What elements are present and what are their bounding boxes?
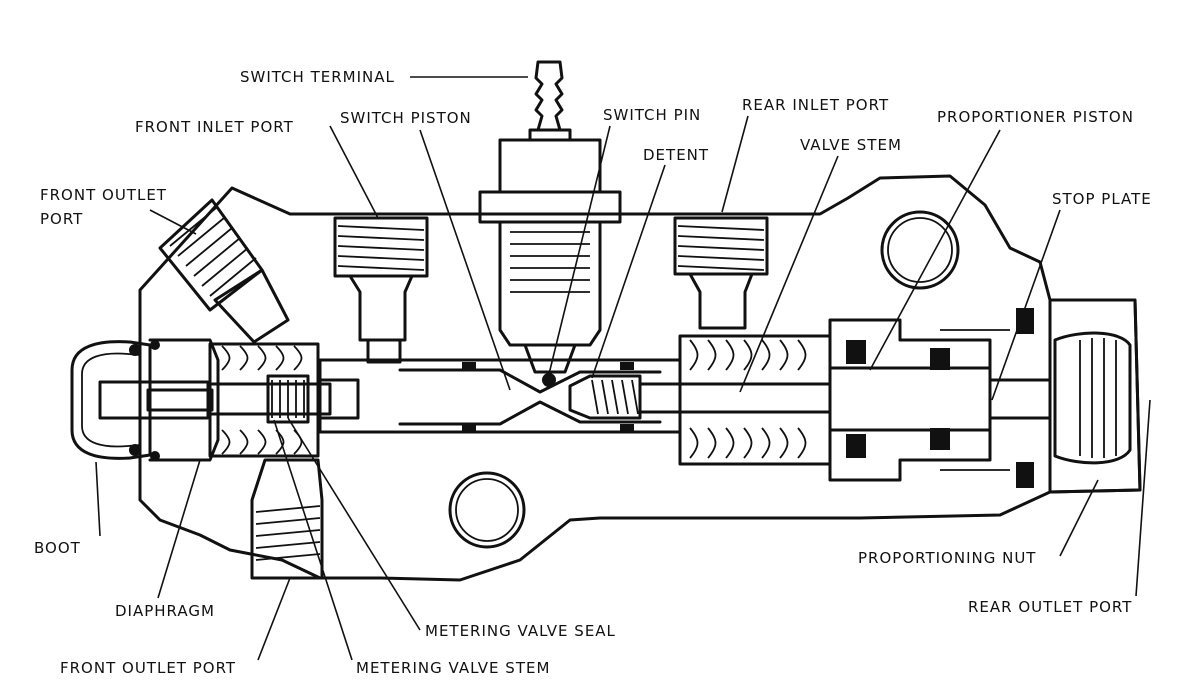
label-switch-terminal: SWITCH TERMINAL bbox=[240, 68, 395, 86]
leader-lines bbox=[95, 76, 1151, 661]
label-proportioner-piston: PROPORTIONER PISTON bbox=[937, 108, 1134, 126]
label-front-outlet-port-top-2: PORT bbox=[40, 210, 83, 228]
label-front-outlet-port-top-1: FRONT OUTLET bbox=[40, 186, 167, 204]
label-metering-valve-stem: METERING VALVE STEM bbox=[356, 659, 550, 677]
label-switch-pin: SWITCH PIN bbox=[603, 106, 701, 124]
valve-body bbox=[138, 174, 1142, 582]
boot bbox=[70, 338, 220, 462]
central-bore bbox=[318, 358, 682, 434]
rear-outlet-port bbox=[940, 298, 1142, 494]
label-front-inlet-port: FRONT INLET PORT bbox=[135, 118, 294, 136]
label-rear-outlet-port: REAR OUTLET PORT bbox=[968, 598, 1132, 616]
label-stop-plate: STOP PLATE bbox=[1052, 190, 1152, 208]
proportioner bbox=[638, 308, 1052, 488]
switch-piston bbox=[568, 374, 642, 420]
label-metering-valve-seal: METERING VALVE SEAL bbox=[425, 622, 616, 640]
front-outlet-port-lower bbox=[250, 458, 324, 580]
switch-assembly bbox=[478, 60, 622, 387]
label-valve-stem: VALVE STEM bbox=[800, 136, 902, 154]
rear-inlet-port bbox=[673, 216, 769, 330]
label-diaphragm: DIAPHRAGM bbox=[115, 602, 215, 620]
label-rear-inlet-port: REAR INLET PORT bbox=[742, 96, 889, 114]
label-boot: BOOT bbox=[34, 539, 81, 557]
label-detent: DETENT bbox=[643, 146, 709, 164]
label-switch-piston: SWITCH PISTON bbox=[340, 109, 472, 127]
front-inlet-port bbox=[333, 216, 429, 364]
label-proportioning-nut: PROPORTIONING NUT bbox=[858, 549, 1036, 567]
label-front-outlet-port-bottom: FRONT OUTLET PORT bbox=[60, 659, 236, 677]
callout-labels: SWITCH TERMINAL SWITCH PISTON SWITCH PIN… bbox=[34, 68, 1152, 677]
metering-valve bbox=[208, 342, 360, 458]
front-outlet-port-upper bbox=[158, 198, 290, 344]
